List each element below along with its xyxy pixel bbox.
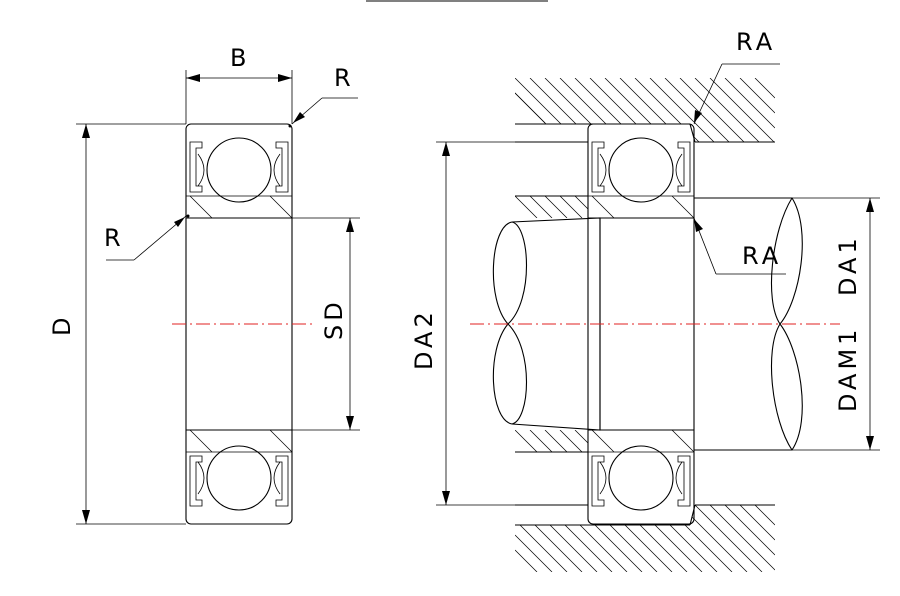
- label-ra-mid: RA: [742, 242, 782, 270]
- label-da2: DA2: [410, 308, 438, 370]
- leader-ra-top: [693, 63, 780, 125]
- leader-r-top: [291, 97, 358, 125]
- label-sd: SD: [320, 298, 348, 340]
- dimension-d: [76, 123, 186, 525]
- label-r-top: R: [334, 64, 355, 92]
- ball-bottom-left: [206, 445, 272, 511]
- label-dam1: DAM1: [834, 326, 862, 412]
- label-r-left: R: [104, 224, 125, 252]
- dimension-sd: [292, 217, 360, 431]
- label-b: B: [230, 44, 250, 72]
- dimension-da1: [792, 197, 880, 451]
- right-mounting-view: [492, 78, 803, 572]
- label-da1: DA1: [834, 234, 862, 296]
- ball-bottom-right: [608, 445, 674, 511]
- dimension-da2: [436, 141, 515, 506]
- dimension-b: [185, 70, 293, 124]
- label-ra-top: RA: [736, 28, 776, 56]
- ball-top-left: [206, 137, 272, 203]
- label-d: D: [48, 314, 76, 336]
- leader-r-left: [106, 215, 187, 261]
- ball-top-right: [608, 137, 674, 203]
- leader-ra-mid: [693, 217, 786, 275]
